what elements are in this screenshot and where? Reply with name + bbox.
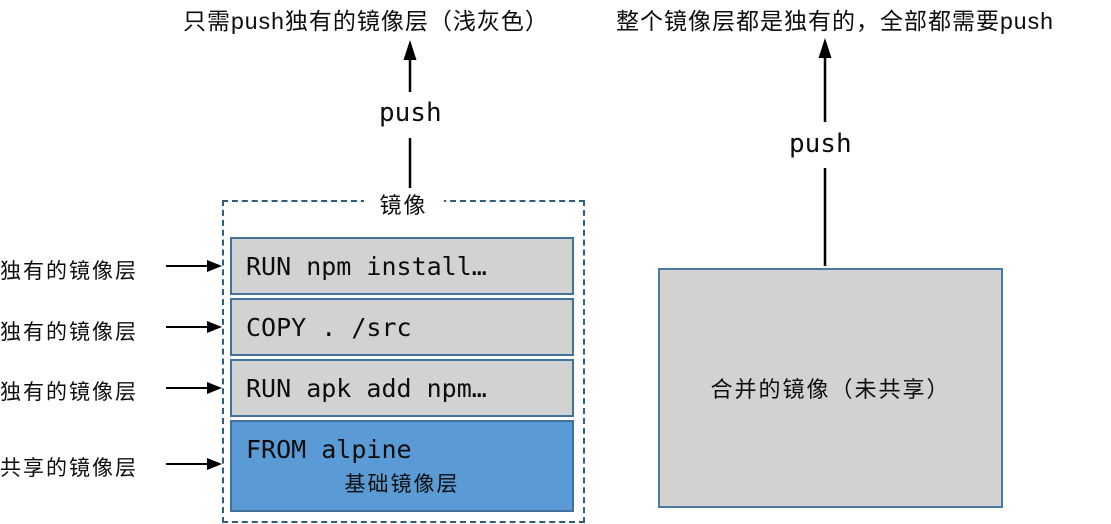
layer-from-alpine: FROM alpine 基础镜像层 — [230, 420, 574, 512]
row-arrow-2-icon — [166, 321, 222, 333]
caption-right: 整个镜像层都是独有的，全部都需要push — [616, 8, 1054, 34]
left-push-arrow-icon — [403, 40, 417, 188]
image-dashed-box: 镜像 — [222, 188, 585, 523]
base-layer-label: 基础镜像层 — [344, 472, 460, 496]
row-arrow-4-icon — [166, 458, 222, 470]
image-box-title: 镜像 — [363, 188, 444, 220]
caption-left: 只需push独有的镜像层（浅灰色） — [183, 8, 549, 34]
row-label-unique-2: 独有的镜像层 — [0, 321, 138, 344]
push-label-left: push — [379, 98, 442, 128]
layer-run-npm-install: RUN npm install… — [230, 237, 574, 295]
layer-run-apk-add: RUN apk add npm… — [230, 359, 574, 417]
row-label-shared: 共享的镜像层 — [0, 457, 138, 480]
row-arrow-3-icon — [166, 382, 222, 394]
row-label-unique-3: 独有的镜像层 — [0, 381, 138, 404]
layer-from-alpine-code: FROM alpine — [246, 434, 412, 464]
right-push-arrow-icon — [818, 38, 832, 266]
merged-image-label: 合并的镜像（未共享） — [710, 377, 951, 402]
row-label-unique-1: 独有的镜像层 — [0, 260, 138, 283]
layer-copy-src: COPY . /src — [230, 298, 574, 356]
row-arrow-1-icon — [166, 260, 222, 272]
push-label-right: push — [789, 129, 852, 159]
merged-image-box: 合并的镜像（未共享） — [658, 268, 1003, 508]
